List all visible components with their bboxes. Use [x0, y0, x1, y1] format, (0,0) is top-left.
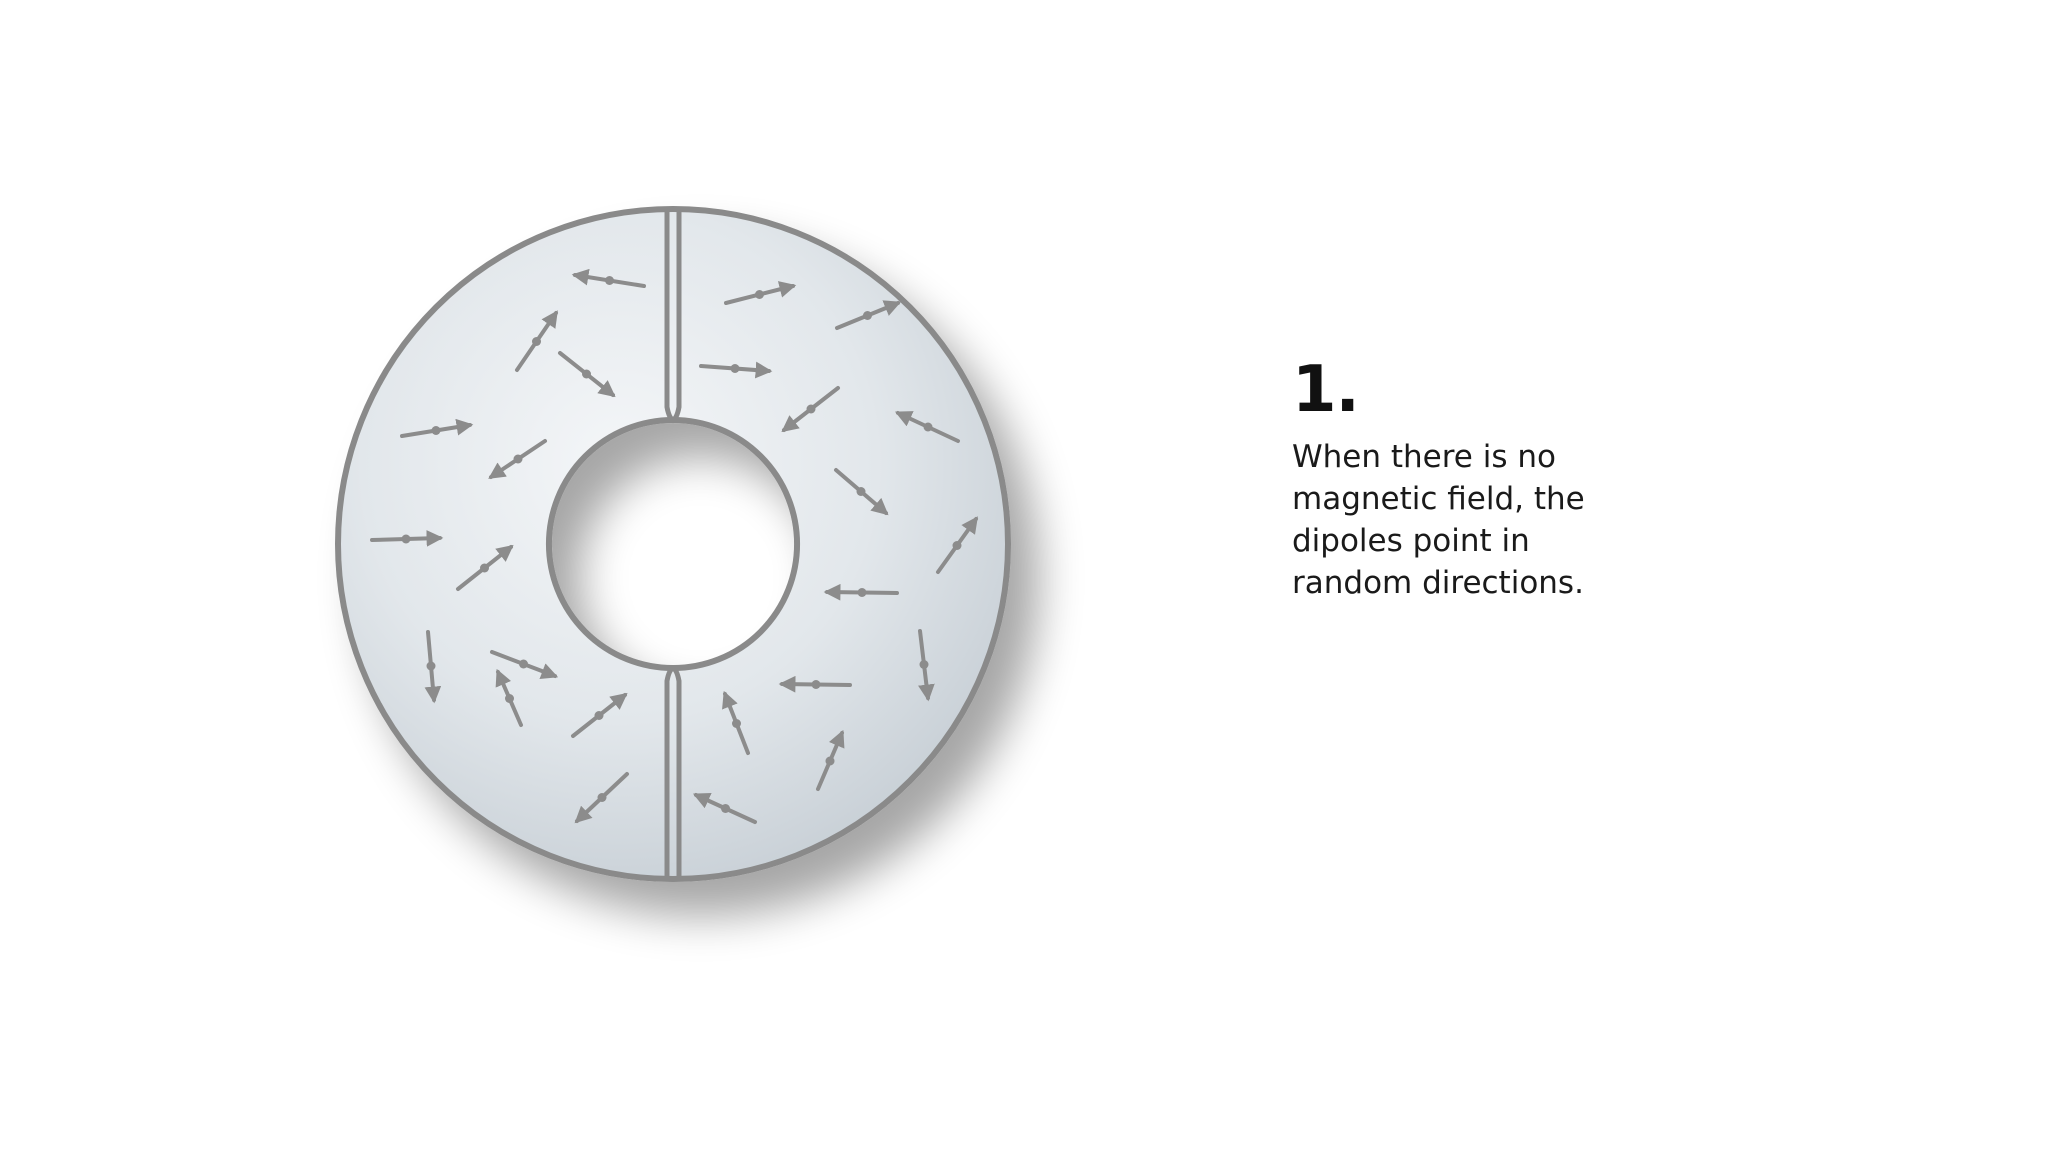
dipole-center-dot	[755, 290, 764, 299]
dipole-center-dot	[594, 711, 604, 720]
dipole-center-dot	[919, 660, 929, 669]
dipole-center-dot	[519, 659, 528, 669]
dipole-arrow	[781, 386, 840, 433]
caption-line-3: dipoles point in	[1292, 523, 1530, 559]
dipole-center-dot	[952, 541, 962, 550]
dipole-arrow	[456, 544, 514, 591]
dipole-center-dot	[401, 534, 411, 544]
dipole-arrow	[722, 690, 750, 755]
dipole-center-dot	[605, 276, 614, 285]
dipole-arrow	[400, 418, 474, 438]
dipole-arrow	[495, 668, 523, 727]
dipole-arrow	[834, 468, 889, 516]
dipole-center-dot	[863, 311, 872, 320]
dipole-center-dot	[825, 756, 835, 766]
dipole-arrow	[515, 310, 558, 372]
dipole-arrow	[724, 281, 797, 305]
caption-line-2: magnetic field, the	[1292, 481, 1585, 517]
dipole-center-dot	[513, 454, 523, 464]
dipole-center-dot	[431, 426, 441, 435]
dipole-arrow	[894, 411, 960, 443]
dipole-center-dot	[730, 364, 740, 373]
dipole-arrow	[571, 692, 628, 738]
caption-line-1: When there is no	[1292, 439, 1556, 475]
dipole-center-dot	[582, 369, 591, 379]
bottom-split-line	[664, 665, 682, 881]
ring-magnet	[335, 205, 1011, 883]
dipole-center-dot	[811, 680, 821, 689]
dipole-arrow	[835, 300, 902, 330]
dipole-arrow	[558, 351, 616, 398]
dipole-center-dot	[505, 694, 514, 703]
dipole-center-dot	[532, 337, 541, 346]
dipole-arrow	[574, 772, 629, 824]
dipole-arrow	[571, 268, 646, 288]
dipole-center-dot	[721, 804, 730, 813]
dipole-center-dot	[923, 422, 933, 432]
dipole-arrow	[424, 630, 442, 704]
dipole-center-dot	[856, 487, 866, 496]
dipole-arrow	[692, 792, 757, 824]
dipole-arrow	[699, 361, 773, 379]
top-split-line	[664, 207, 682, 423]
dipole-center-dot	[426, 661, 436, 671]
dipole-center-dot	[480, 563, 489, 573]
dipole-center-dot	[857, 588, 867, 597]
dipole-arrows	[370, 268, 978, 824]
dipole-center-dot	[597, 793, 607, 802]
caption-line-4: random directions.	[1292, 565, 1584, 601]
dipole-arrow	[823, 583, 899, 601]
dipole-center-dot	[732, 719, 741, 728]
dipole-arrow	[488, 439, 547, 479]
dipole-arrow	[778, 675, 852, 693]
step-number: 1.	[1292, 353, 1360, 427]
dipole-arrow	[370, 529, 444, 547]
dipole-arrow	[918, 629, 935, 702]
ring-body	[335, 205, 1011, 883]
dipole-arrow	[936, 516, 978, 574]
caption: When there is no magnetic field, the dip…	[1292, 436, 1712, 604]
split-lines	[664, 207, 682, 881]
dipole-arrow	[816, 729, 845, 791]
dipole-arrow	[490, 650, 559, 680]
dipole-center-dot	[806, 404, 816, 414]
